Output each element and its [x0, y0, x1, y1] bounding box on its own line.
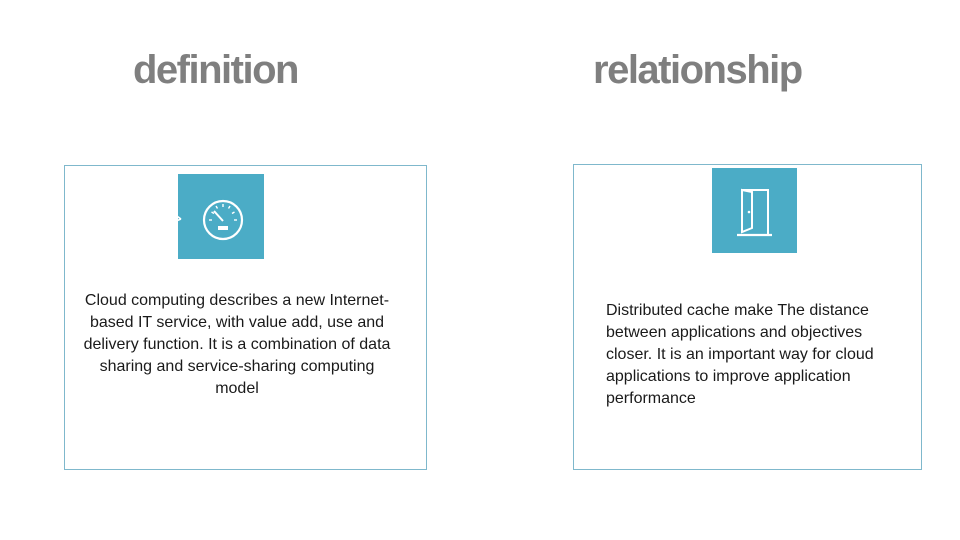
- definition-text: Cloud computing describes a new Internet…: [83, 292, 391, 397]
- relationship-icon-tile: [712, 168, 797, 253]
- definition-icon-tile: [178, 174, 264, 259]
- definition-heading: definition: [133, 48, 299, 92]
- relationship-heading: relationship: [593, 48, 803, 92]
- relationship-text: Distributed cache make The distance betw…: [606, 302, 874, 407]
- door-icon: [737, 188, 772, 237]
- speedometer-icon: [178, 199, 244, 241]
